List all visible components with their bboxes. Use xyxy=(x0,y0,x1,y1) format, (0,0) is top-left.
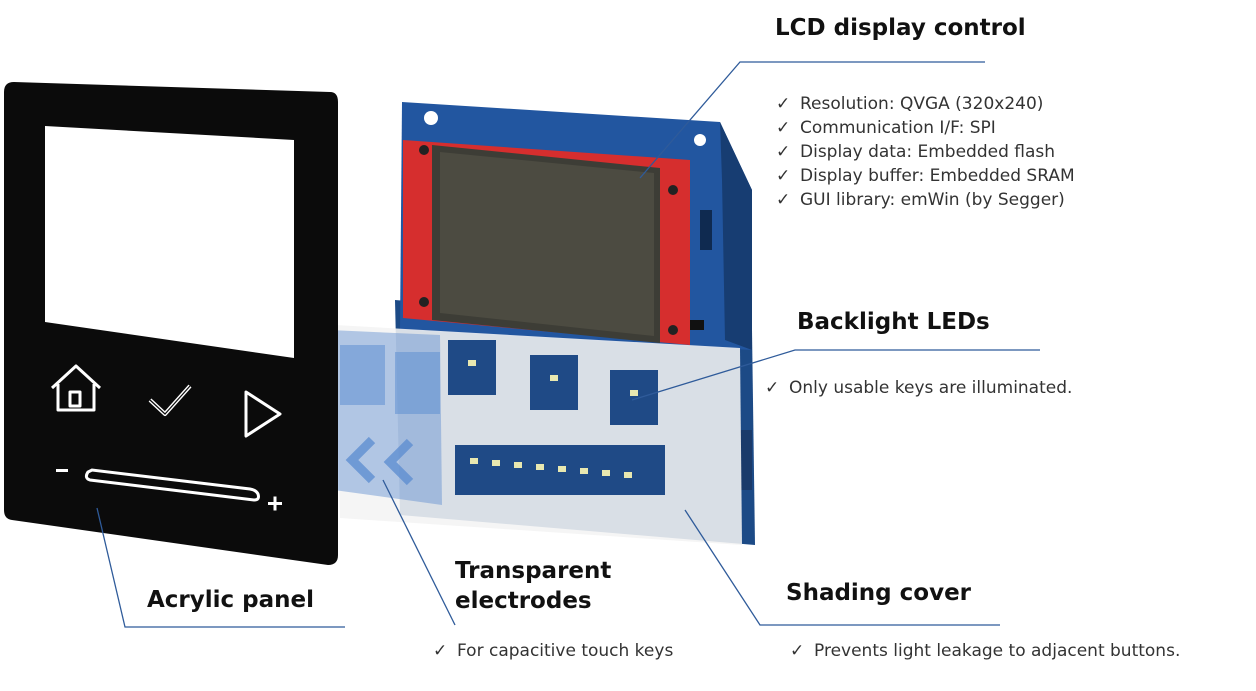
electrode-pad-1 xyxy=(340,345,385,405)
shading-bullet: Prevents light leakage to adjacent butto… xyxy=(790,639,1180,663)
electrode-chevron-1 xyxy=(345,436,376,484)
lcd-bullet: Display data: Embedded flash xyxy=(776,140,1075,164)
backlight-title: Backlight LEDs xyxy=(797,309,990,335)
shading-bullets: Prevents light leakage to adjacent butto… xyxy=(790,639,1180,663)
acrylic-title: Acrylic panel xyxy=(147,587,315,613)
lcd-bullet: Communication I/F: SPI xyxy=(776,116,1075,140)
plus-icon xyxy=(268,496,282,511)
electrodes-bullet: For capacitive touch keys xyxy=(433,639,673,663)
minus-icon xyxy=(56,469,68,472)
slider-icon xyxy=(84,468,260,502)
play-icon xyxy=(244,390,282,438)
lcd-bullets: Resolution: QVGA (320x240) Communication… xyxy=(776,92,1075,212)
backlight-bullet: Only usable keys are illuminated. xyxy=(765,376,1072,400)
leader-lcd xyxy=(639,61,985,179)
home-icon xyxy=(50,364,102,412)
leader-acrylic xyxy=(96,507,345,628)
lcd-bullet: Display buffer: Embedded SRAM xyxy=(776,164,1075,188)
led-pocket-1 xyxy=(448,340,496,395)
electrodes-title-line1: Transparent xyxy=(455,558,612,584)
panel-window xyxy=(45,126,294,358)
lcd-bullet: Resolution: QVGA (320x240) xyxy=(776,92,1075,116)
electrodes-title-line2: electrodes xyxy=(455,588,592,614)
electrode-chevron-2 xyxy=(383,438,414,486)
lcd-bullet: GUI library: emWin (by Segger) xyxy=(776,188,1075,212)
leader-shading xyxy=(684,509,1000,626)
electrodes-bullets: For capacitive touch keys xyxy=(433,639,673,663)
lcd-title: LCD display control xyxy=(775,15,1026,41)
led-pocket-2 xyxy=(530,355,578,410)
backlight-bullets: Only usable keys are illuminated. xyxy=(765,376,1072,400)
shading-title: Shading cover xyxy=(786,580,972,606)
leader-electrodes xyxy=(382,479,456,626)
electrode-pad-2 xyxy=(395,352,440,414)
led-pocket-3 xyxy=(610,370,658,425)
leader-backlight xyxy=(631,349,1040,401)
